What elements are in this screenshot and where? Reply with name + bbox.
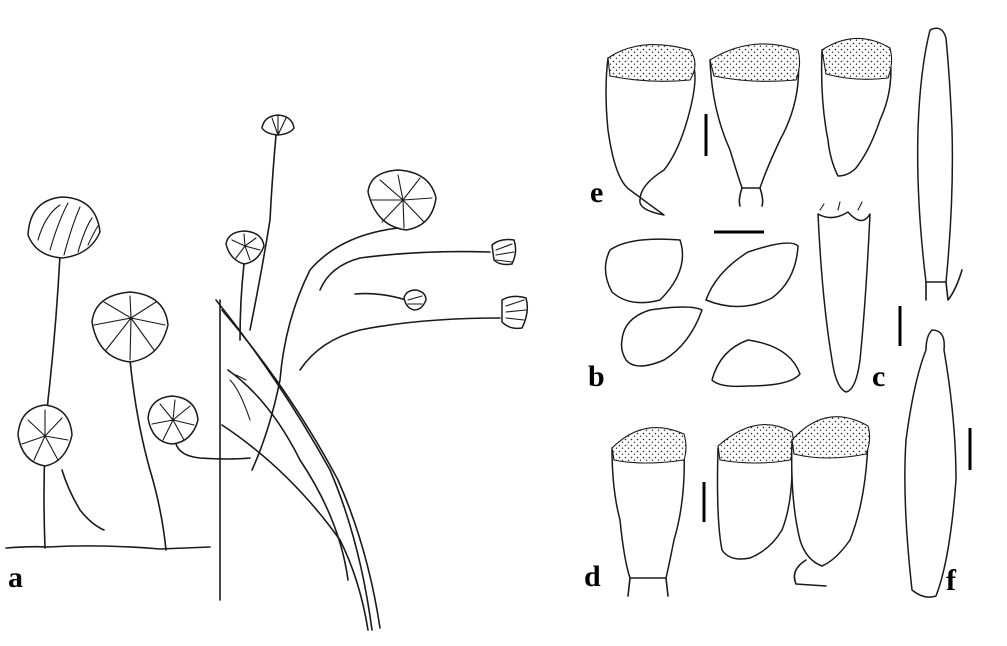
- panel-label-e: e: [590, 176, 603, 209]
- pileus: [491, 238, 517, 266]
- pileus-sulcations: [21, 409, 69, 461]
- panel-c-basidium: c: [817, 201, 902, 393]
- grass-blade: [221, 309, 381, 629]
- cystidium-apex-diverticula: [791, 416, 871, 459]
- cystidium-base: [627, 577, 669, 597]
- spore: [711, 339, 801, 388]
- stipe: [299, 317, 501, 371]
- substrate-ground-line: [5, 545, 211, 550]
- sterigmata: [819, 201, 863, 211]
- panel-label-b: b: [588, 360, 605, 393]
- stipe: [249, 134, 277, 331]
- pileus: [91, 291, 169, 363]
- basidium: [817, 211, 871, 393]
- cystidium-base: [793, 559, 827, 587]
- stipe: [354, 292, 407, 301]
- cystidium-elongate: [904, 329, 957, 598]
- cystidium-base: [925, 269, 963, 301]
- cystidium-elongate: [916, 27, 954, 283]
- pileus: [27, 196, 101, 259]
- stipe: [319, 250, 491, 291]
- panel-f-cystidia: f: [904, 27, 972, 598]
- panel-d-cheilocystidia: d: [584, 416, 871, 597]
- panel-label-d: d: [584, 560, 601, 593]
- pileus-sulcations: [495, 243, 515, 263]
- grass-blade: [221, 424, 369, 631]
- pileus: [501, 295, 529, 330]
- stipe: [43, 254, 61, 549]
- panel-e-cheilocystidia: e: [590, 37, 893, 216]
- cystidium-apex-diverticula: [611, 427, 687, 464]
- spore: [705, 242, 799, 308]
- pileus-sulcations: [151, 399, 195, 441]
- pileus-sulcations: [231, 233, 261, 261]
- stipe: [61, 469, 105, 531]
- stipe: [251, 227, 399, 471]
- grass-blade: [227, 369, 349, 581]
- stipe: [239, 263, 245, 341]
- pileus-sulcations: [93, 295, 166, 361]
- cystidium-base: [738, 187, 764, 207]
- stipe: [129, 359, 167, 551]
- cystidium-apex-diverticula: [717, 424, 795, 464]
- pileus: [403, 289, 427, 311]
- grass-detail: [229, 374, 251, 421]
- pileus-sulcations: [505, 299, 527, 321]
- stipe: [175, 443, 251, 460]
- pileus-sulcations: [369, 174, 433, 229]
- spore: [604, 238, 684, 304]
- panel-label-a: a: [8, 561, 23, 594]
- panel-a-habit-drawing: a: [5, 114, 529, 631]
- cystidium-apex-diverticula: [709, 43, 801, 82]
- cystidium-apex-diverticula: [607, 44, 696, 82]
- cystidium-apex-diverticula: [821, 37, 893, 80]
- panel-b-basidiospores: b: [588, 230, 801, 393]
- pileus-sulcations: [37, 202, 99, 256]
- spore: [620, 306, 703, 367]
- pileus-sulcations: [271, 115, 287, 136]
- panel-label-c: c: [872, 360, 885, 393]
- pileus-sulcations: [407, 295, 423, 305]
- panel-label-f: f: [946, 564, 957, 597]
